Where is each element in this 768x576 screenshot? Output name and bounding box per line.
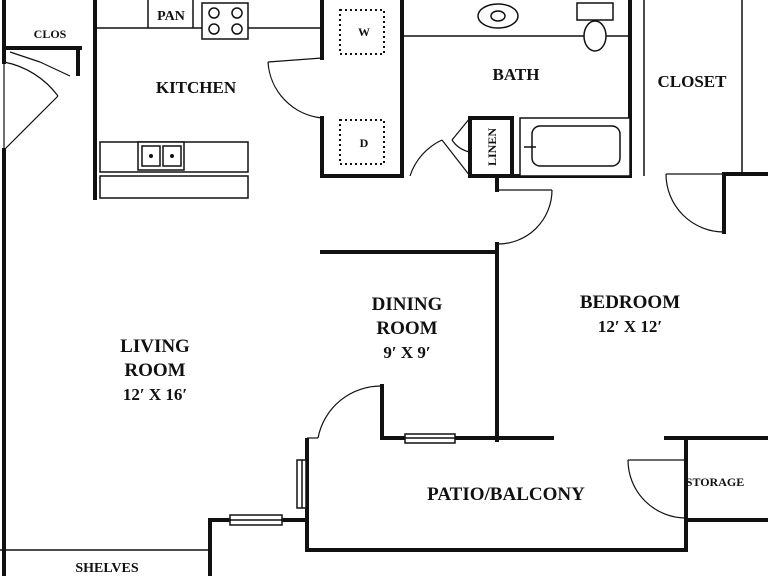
label-clos: CLOS bbox=[34, 27, 67, 41]
dryer-icon bbox=[339, 119, 385, 165]
label-dining-1: DINING bbox=[372, 294, 443, 315]
windows bbox=[229, 433, 456, 526]
label-bath: BATH bbox=[493, 65, 540, 84]
label-kitchen: KITCHEN bbox=[156, 78, 237, 97]
label-shelves: SHELVES bbox=[75, 561, 139, 576]
label-washer: W bbox=[358, 25, 370, 39]
doors bbox=[3, 51, 725, 519]
label-dryer: D bbox=[360, 136, 369, 150]
label-linen: LINEN bbox=[485, 128, 499, 166]
label-closet: CLOSET bbox=[658, 72, 728, 91]
label-dining-2: ROOM bbox=[376, 318, 437, 339]
washer-icon bbox=[339, 9, 385, 55]
label-bedroom: BEDROOM bbox=[580, 292, 680, 313]
stove-icon bbox=[201, 2, 249, 40]
label-living-1: LIVING bbox=[120, 336, 190, 357]
label-bedroom-size: 12′ X 12′ bbox=[598, 317, 662, 336]
toilet-icon bbox=[576, 2, 614, 52]
label-storage: STORAGE bbox=[686, 475, 744, 489]
label-pan: PAN bbox=[157, 9, 185, 24]
bath-sink-icon bbox=[477, 3, 519, 29]
kitchen-sink-icon bbox=[137, 141, 185, 171]
label-patio: PATIO/BALCONY bbox=[427, 484, 585, 505]
label-living-size: 12′ X 16′ bbox=[123, 385, 187, 404]
labels: CLOS PAN KITCHEN W D BATH LINEN CLOSET D… bbox=[34, 9, 745, 576]
label-dining-size: 9′ X 9′ bbox=[383, 343, 430, 362]
bathtub-icon bbox=[519, 117, 631, 177]
label-living-2: ROOM bbox=[124, 360, 185, 381]
